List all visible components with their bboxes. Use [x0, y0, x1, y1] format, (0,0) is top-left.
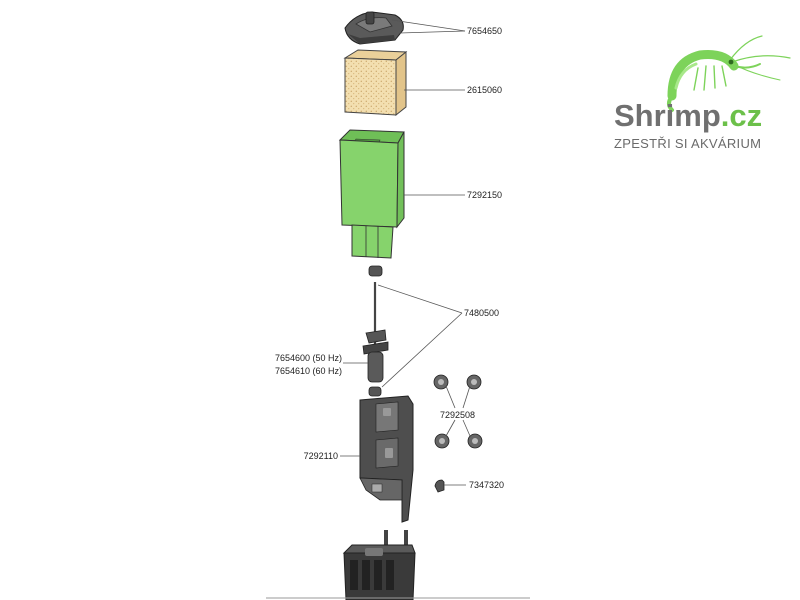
- label-pump-body: 7292110: [304, 451, 338, 461]
- suction-cups-part: [433, 374, 483, 449]
- label-suction-cups: 7292508: [440, 410, 475, 420]
- logo-tagline: ZPESTŘI SI AKVÁRIUM: [614, 136, 761, 151]
- label-cover: 7654650: [467, 26, 502, 36]
- pump-body-part: [359, 395, 414, 523]
- cover-part: [344, 11, 404, 45]
- svg-text:Shrimp.cz: Shrimp.cz: [614, 98, 762, 133]
- logo-word-main: Shrimp: [614, 98, 721, 133]
- motor-unit-part: [342, 530, 416, 600]
- clip-part: [434, 479, 445, 493]
- suction-cup: [467, 433, 483, 449]
- label-clip: 7347320: [469, 480, 504, 490]
- label-sponge: 2615060: [467, 85, 502, 95]
- suction-cup: [433, 374, 449, 390]
- label-impeller-50hz: 7654600 (50 Hz): [275, 353, 342, 363]
- leader-lines: [340, 19, 471, 486]
- rotor-set-part: [362, 265, 389, 397]
- suction-cup: [434, 433, 450, 449]
- sponge-part: [343, 49, 408, 117]
- logo-word-tld: .cz: [721, 98, 762, 133]
- shrimp-cz-logo: Shrimp.cz ZPESTŘI SI AKVÁRIUM: [614, 35, 791, 151]
- suction-cup: [466, 374, 482, 390]
- label-housing: 7292150: [467, 190, 502, 200]
- label-impeller-60hz: 7654610 (60 Hz): [275, 366, 342, 376]
- housing-part: [338, 129, 405, 259]
- label-rotor-set: 7480500: [464, 308, 499, 318]
- shrimp-icon: [667, 35, 791, 112]
